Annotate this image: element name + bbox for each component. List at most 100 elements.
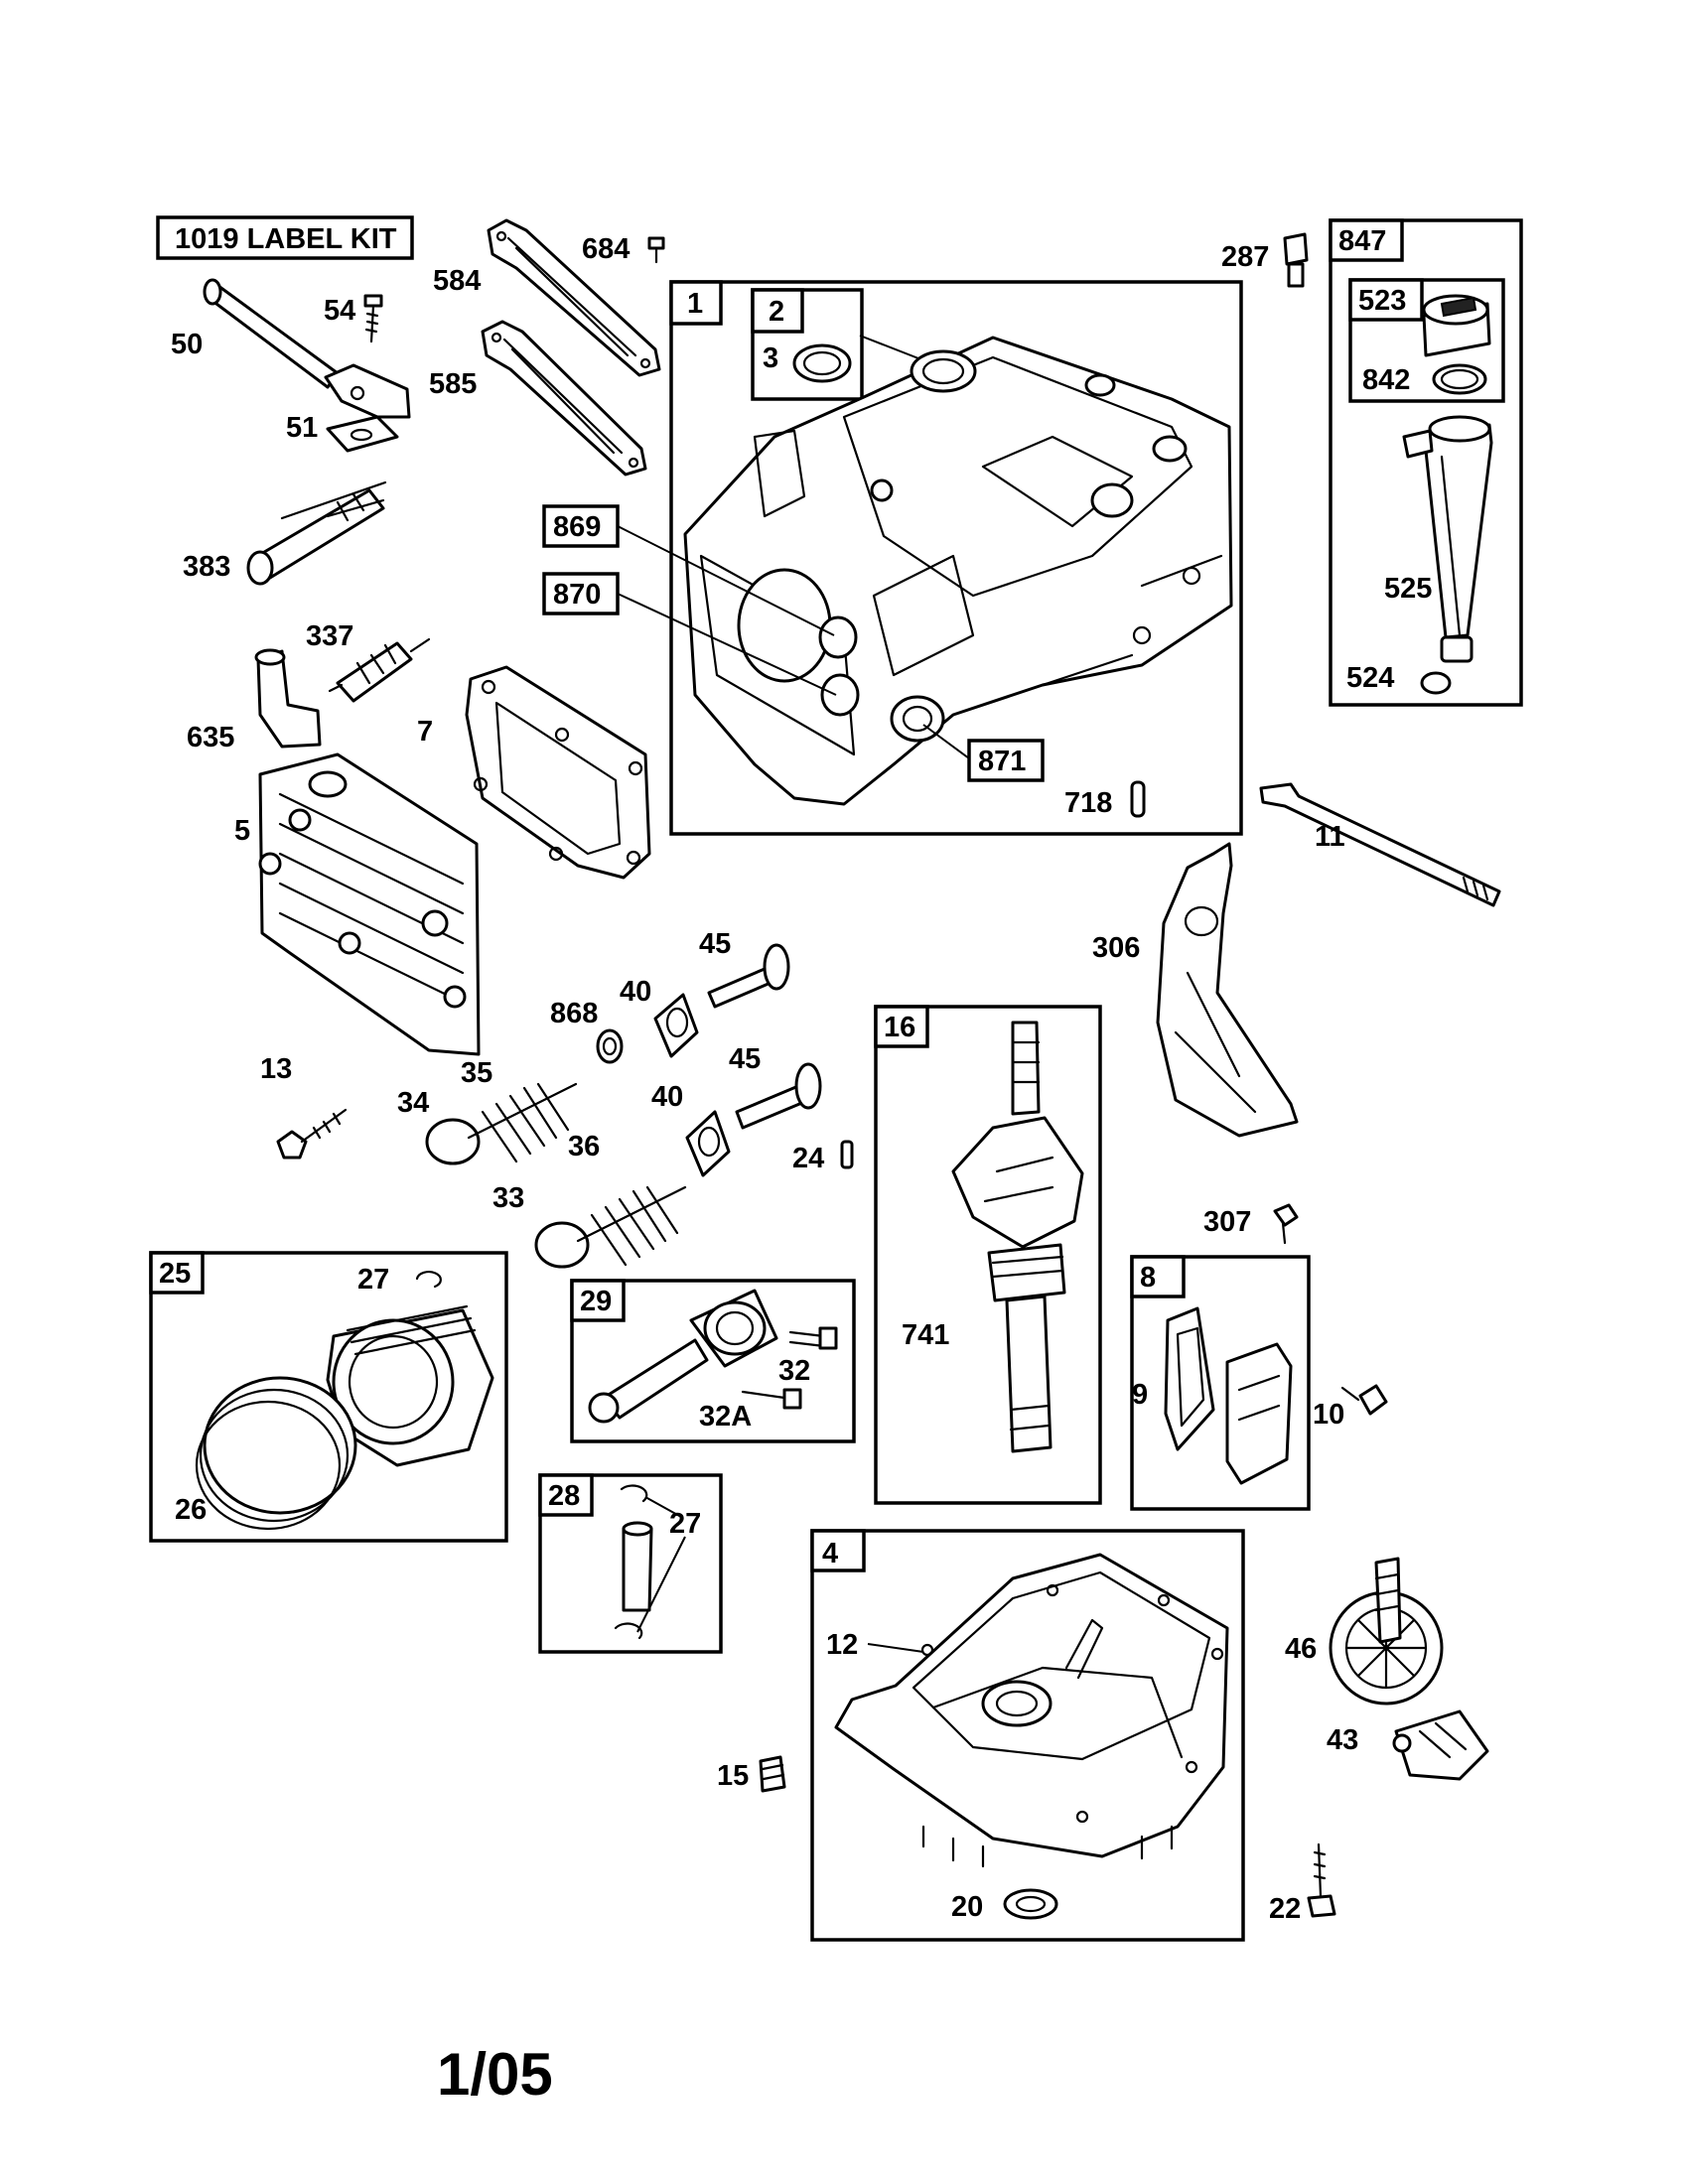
callout-869: 869 xyxy=(553,511,601,543)
valve-45-lower xyxy=(735,1062,822,1130)
valve-spring-35 xyxy=(425,1082,578,1165)
box-label-2: 2 xyxy=(769,296,784,328)
label-842: 842 xyxy=(1362,364,1410,396)
label-32: 32 xyxy=(778,1355,810,1387)
label-kit: 1019 LABEL KIT xyxy=(156,215,414,260)
screw-10 xyxy=(1340,1384,1388,1416)
head-gasket-7 xyxy=(465,665,651,880)
gasket-51 xyxy=(326,415,399,453)
plug-15 xyxy=(759,1755,786,1793)
label-35: 35 xyxy=(461,1057,492,1089)
label-kit-text: 1019 LABEL KIT xyxy=(175,223,397,255)
label-54: 54 xyxy=(324,295,355,327)
label-383: 383 xyxy=(183,551,230,583)
bolt-22 xyxy=(1307,1843,1336,1918)
label-46: 46 xyxy=(1285,1633,1317,1665)
label-45-lower: 45 xyxy=(729,1043,761,1075)
box-847-oil-fill: 847 523 xyxy=(1329,218,1523,707)
seal-40-upper xyxy=(653,993,699,1058)
box-25-piston: 25 xyxy=(149,1251,508,1543)
box-label-523: 523 xyxy=(1358,285,1406,317)
label-684: 684 xyxy=(582,233,630,265)
spark-plug-337 xyxy=(328,637,431,703)
dipstick-11 xyxy=(1259,782,1501,907)
intake-gasket-585 xyxy=(481,320,647,477)
retainer-868 xyxy=(596,1028,624,1064)
box-label-29: 29 xyxy=(580,1286,612,1317)
bolt-13 xyxy=(276,1108,348,1160)
box-label-8: 8 xyxy=(1140,1262,1156,1294)
label-33: 33 xyxy=(492,1182,524,1214)
seal-40-lower xyxy=(685,1110,731,1177)
box-8-breather: 8 xyxy=(1130,1255,1311,1511)
box-label-28: 28 xyxy=(548,1480,580,1512)
dowel-718 xyxy=(1130,780,1146,818)
part-labels: 684 584 585 54 50 51 383 337 635 7 5 3 7… xyxy=(171,233,1432,1925)
cylinder-head-5 xyxy=(258,752,481,1056)
label-7: 7 xyxy=(417,716,433,748)
label-27-wrist-pin: 27 xyxy=(669,1508,701,1540)
camshaft-gear-46 xyxy=(1329,1557,1444,1706)
label-32A: 32A xyxy=(699,1401,752,1433)
label-306: 306 xyxy=(1092,932,1140,964)
label-27-piston: 27 xyxy=(357,1264,389,1296)
label-3: 3 xyxy=(763,342,778,374)
label-868: 868 xyxy=(550,998,598,1029)
label-20: 20 xyxy=(951,1891,983,1923)
label-718: 718 xyxy=(1064,787,1112,819)
valve-spring-36 xyxy=(534,1185,687,1269)
box-4-sump: 4 xyxy=(810,1529,1245,1942)
screw-287 xyxy=(1283,232,1309,288)
label-15: 15 xyxy=(717,1760,749,1792)
label-307: 307 xyxy=(1203,1206,1251,1238)
label-9: 9 xyxy=(1132,1379,1148,1411)
label-45-upper: 45 xyxy=(699,928,731,960)
box-16-crankshaft: 16 xyxy=(874,1005,1102,1505)
label-524: 524 xyxy=(1346,662,1394,694)
label-24: 24 xyxy=(792,1143,824,1174)
label-34: 34 xyxy=(397,1087,429,1119)
label-741: 741 xyxy=(902,1319,949,1351)
screw-307 xyxy=(1273,1203,1299,1245)
label-287: 287 xyxy=(1221,241,1269,273)
elbow-635 xyxy=(254,648,322,749)
label-337: 337 xyxy=(306,620,353,652)
box-label-16: 16 xyxy=(884,1012,915,1043)
label-40-lower: 40 xyxy=(651,1081,683,1113)
label-635: 635 xyxy=(187,722,234,753)
box-label-25: 25 xyxy=(159,1258,191,1290)
screw-684 xyxy=(647,236,665,264)
label-5: 5 xyxy=(234,815,250,847)
label-43: 43 xyxy=(1327,1724,1358,1756)
breather-383 xyxy=(246,480,387,586)
label-22: 22 xyxy=(1269,1893,1301,1925)
label-585: 585 xyxy=(429,368,477,400)
label-51: 51 xyxy=(286,412,318,444)
box-29-connecting-rod: 29 xyxy=(570,1279,856,1443)
label-11: 11 xyxy=(1315,821,1345,853)
box-label-4: 4 xyxy=(822,1538,838,1570)
label-13: 13 xyxy=(260,1053,292,1085)
label-525: 525 xyxy=(1384,573,1432,605)
box-label-847: 847 xyxy=(1338,225,1386,257)
dipstick-tube-50 xyxy=(203,278,411,419)
callout-870: 870 xyxy=(553,579,601,611)
pin-24 xyxy=(840,1140,854,1169)
page-number: 1/05 xyxy=(437,2041,553,2108)
box-label-1: 1 xyxy=(687,288,703,320)
valve-45-upper xyxy=(707,943,790,1009)
intake-gasket-584 xyxy=(487,218,661,377)
label-36: 36 xyxy=(568,1131,600,1162)
screw-54 xyxy=(363,294,383,343)
label-10: 10 xyxy=(1313,1399,1344,1431)
label-50: 50 xyxy=(171,329,203,360)
shield-306 xyxy=(1156,842,1299,1138)
callout-871: 871 xyxy=(978,746,1026,777)
label-26: 26 xyxy=(175,1494,207,1526)
label-584: 584 xyxy=(433,265,481,297)
box-1-crankcase: 1 2 869 870 871 xyxy=(542,280,1243,836)
label-40-upper: 40 xyxy=(620,976,651,1008)
label-12: 12 xyxy=(826,1629,858,1661)
governor-43 xyxy=(1392,1709,1489,1781)
